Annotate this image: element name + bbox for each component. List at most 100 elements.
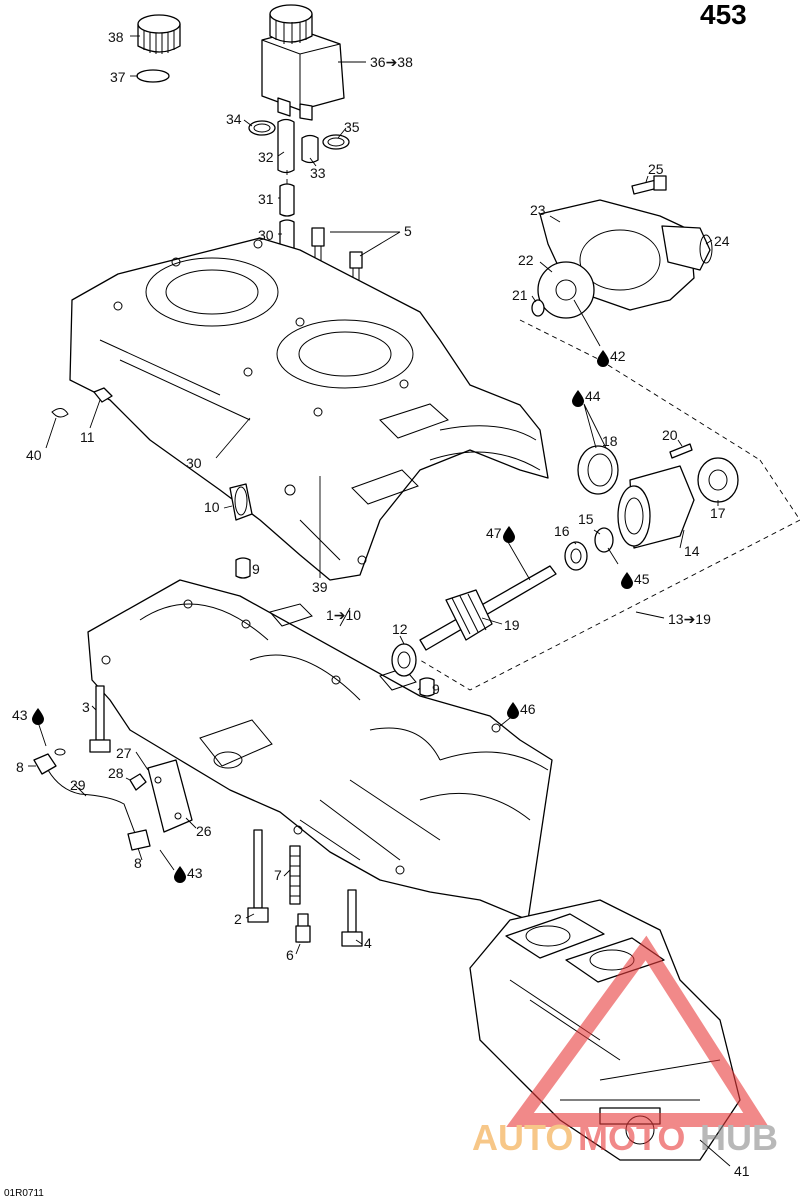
- screw-5a: [311, 227, 325, 262]
- bolt-2: [247, 829, 269, 923]
- callout-40: 40: [26, 447, 42, 463]
- screw-6: [295, 913, 311, 943]
- washer-21: [531, 299, 545, 317]
- callout-2: 2: [234, 911, 242, 927]
- callout-26: 26: [196, 823, 212, 839]
- lower-crankcase: [87, 579, 553, 921]
- oil-drop-icon-47: [503, 526, 515, 543]
- figure-reference: 01R0711: [4, 1188, 44, 1199]
- seal-15: [594, 527, 614, 553]
- callout-5: 5: [404, 223, 412, 239]
- clamp-34: [248, 120, 276, 136]
- callout-23: 23: [530, 202, 546, 218]
- callout-43-upper: 43: [12, 707, 28, 723]
- elbow-24: [661, 225, 713, 271]
- bearing-12: [391, 643, 417, 677]
- callout-27: 27: [116, 745, 132, 761]
- callout-9-lower: 9: [432, 681, 440, 697]
- callout-18: 18: [602, 433, 618, 449]
- callout-31: 31: [258, 191, 274, 207]
- housing-14: [617, 465, 695, 549]
- seal-disc-37: [136, 69, 170, 83]
- callout-34: 34: [226, 111, 242, 127]
- callout-46: 46: [520, 701, 536, 717]
- callout-1: 1➔10: [326, 607, 361, 623]
- leader-lines: [28, 35, 731, 1167]
- page-number: 453: [700, 0, 747, 30]
- callout-21: 21: [512, 287, 528, 303]
- callout-25: 25: [648, 161, 664, 177]
- callout-39: 39: [312, 579, 328, 595]
- seal-18: [577, 445, 619, 495]
- bearing-16: [564, 541, 588, 571]
- callout-30-upper: 30: [258, 227, 274, 243]
- plug-11: [93, 387, 113, 403]
- callout-15: 15: [578, 511, 594, 527]
- callout-41: 41: [734, 1163, 750, 1179]
- fitting-33: [301, 134, 319, 164]
- clamp-35: [322, 134, 350, 150]
- callout-7: 7: [274, 867, 282, 883]
- watermark-text-b: MOTO: [578, 1117, 685, 1158]
- callout-8-lower: 8: [134, 855, 142, 871]
- callout-17: 17: [710, 505, 726, 521]
- grommet-10: [229, 483, 253, 521]
- stud-7: [289, 845, 301, 905]
- callout-30-lower: 30: [186, 455, 202, 471]
- callout-28: 28: [108, 765, 124, 781]
- tube-29: [47, 769, 137, 837]
- callout-36: 36➔38: [370, 54, 413, 70]
- callout-42: 42: [610, 348, 626, 364]
- shaft-group-boundary: [419, 459, 800, 691]
- hose-32: [277, 118, 295, 174]
- callout-35: 35: [344, 119, 360, 135]
- watermark-logo: AUTO MOTO HUB: [472, 935, 778, 1158]
- screw-20: [669, 443, 693, 459]
- watermark-text-a: AUTO: [472, 1117, 573, 1158]
- fitting-28: [129, 773, 147, 791]
- callout-11: 11: [80, 429, 95, 445]
- callout-9-upper: 9: [252, 561, 260, 577]
- cover-26: [147, 759, 193, 833]
- callout-20: 20: [662, 427, 678, 443]
- clip-40: [51, 408, 69, 418]
- callout-8-upper: 8: [16, 759, 24, 775]
- callout-38: 38: [108, 29, 124, 45]
- callout-22: 22: [518, 252, 534, 268]
- callout-12: 12: [392, 621, 408, 637]
- oil-drop-icon-43-lower: [174, 866, 186, 883]
- callout-37: 37: [110, 69, 126, 85]
- dowel-9b: [419, 677, 435, 697]
- cover-17: [697, 457, 739, 503]
- connector-31: [279, 183, 295, 217]
- fitting-8b: [127, 829, 151, 851]
- watermark-triangle: [506, 935, 769, 1127]
- callout-10: 10: [204, 499, 220, 515]
- callout-16: 16: [554, 523, 570, 539]
- callout-44: 44: [585, 388, 601, 404]
- callout-19: 19: [504, 617, 520, 633]
- callout-29: 29: [70, 777, 86, 793]
- fitting-8a: [33, 748, 66, 775]
- oil-reservoir-36: [261, 4, 345, 121]
- callout-45: 45: [634, 571, 650, 587]
- upper-crankcase: [69, 237, 549, 581]
- callout-33: 33: [310, 165, 326, 181]
- screw-25: [631, 175, 667, 195]
- callout-4: 4: [364, 935, 372, 951]
- impeller-22: [537, 261, 595, 319]
- shaft-19: [419, 565, 557, 651]
- callout-6: 6: [286, 947, 294, 963]
- watermark-text-c: HUB: [700, 1117, 778, 1158]
- callout-24: 24: [714, 233, 730, 249]
- callout-13: 13➔19: [668, 611, 711, 627]
- callout-47: 47: [486, 525, 502, 541]
- bolt-4: [341, 889, 363, 947]
- oil-drop-icon-43-upper: [32, 708, 44, 725]
- cap-38: [137, 14, 181, 54]
- oil-drop-icon-42: [597, 350, 609, 367]
- callout-43-lower: 43: [187, 865, 203, 881]
- oil-drop-icon-45: [621, 572, 633, 589]
- callout-32: 32: [258, 149, 274, 165]
